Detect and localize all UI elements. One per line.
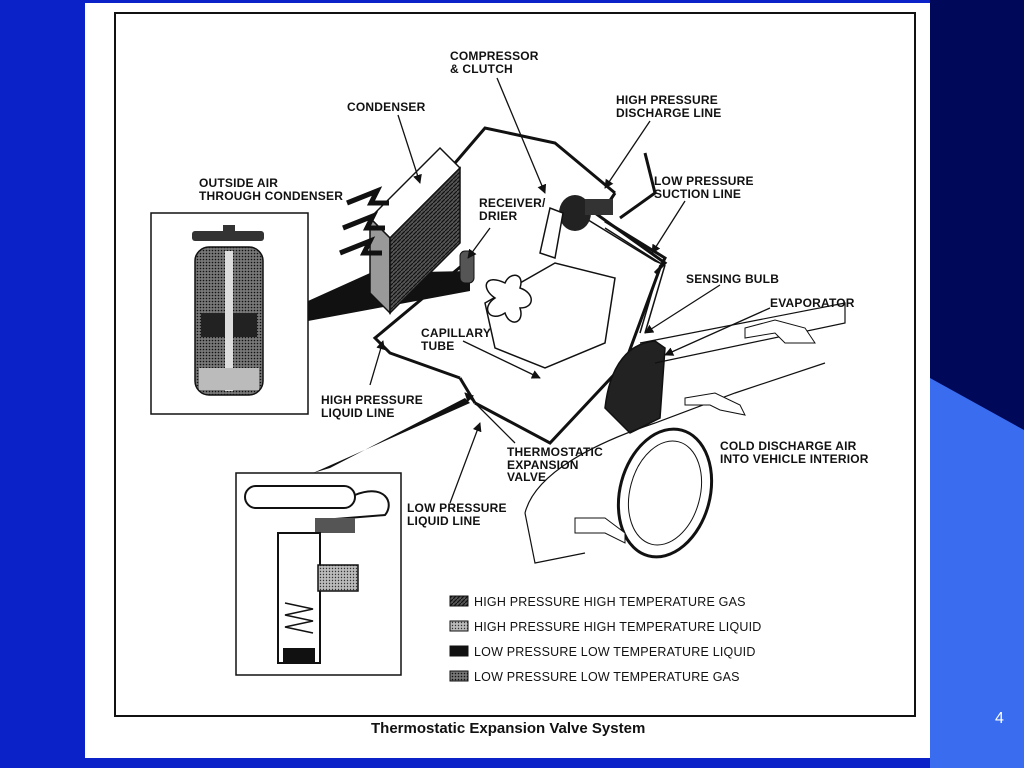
label-high-liquid: HIGH PRESSURE LIQUID LINE xyxy=(321,393,423,420)
label-compressor: COMPRESSOR & CLUTCH xyxy=(450,49,539,76)
evaporator-drawing xyxy=(524,302,846,564)
legend-swatch-hp-liquid xyxy=(449,620,469,632)
label-pointers xyxy=(369,77,771,504)
label-low-suction: LOW PRESSURE SUCTION LINE xyxy=(654,174,754,201)
legend-swatch-lp-gas xyxy=(449,670,469,682)
label-outside-air: OUTSIDE AIR THROUGH CONDENSER xyxy=(199,176,344,203)
legend-item: HIGH PRESSURE HIGH TEMPERATURE GAS xyxy=(474,595,746,609)
legend-swatch-lp-liquid xyxy=(449,645,469,657)
diagram-sheet: COMPRESSOR & CLUTCH HIGH PRESSURE DISCHA… xyxy=(85,3,930,758)
slide-number: 4 xyxy=(995,710,1004,727)
label-evaporator: EVAPORATOR xyxy=(770,296,855,310)
label-condenser: CONDENSER xyxy=(347,100,426,114)
label-low-liquid: LOW PRESSURE LIQUID LINE xyxy=(407,501,507,528)
diagram-frame xyxy=(114,12,916,717)
legend-item: LOW PRESSURE LOW TEMPERATURE LIQUID xyxy=(474,645,756,659)
label-capillary-tube: CAPILLARY TUBE xyxy=(421,326,492,353)
suction-line xyxy=(584,217,666,334)
tev-system-diagram xyxy=(114,12,916,717)
legend-item: LOW PRESSURE LOW TEMPERATURE GAS xyxy=(474,670,740,684)
compressor-drawing xyxy=(459,195,616,369)
expansion-valve-inset xyxy=(235,398,470,676)
condenser-drawing xyxy=(339,146,462,315)
label-txv: THERMOSTATIC EXPANSION VALVE xyxy=(507,445,603,484)
diagram-caption: Thermostatic Expansion Valve System xyxy=(371,720,646,737)
label-sensing-bulb: SENSING BULB xyxy=(686,272,780,286)
label-cold-air: COLD DISCHARGE AIR INTO VEHICLE INTERIOR xyxy=(720,439,869,466)
label-receiver-drier: RECEIVER/ DRIER xyxy=(479,196,546,223)
legend-item: HIGH PRESSURE HIGH TEMPERATURE LIQUID xyxy=(474,620,762,634)
label-high-discharge: HIGH PRESSURE DISCHARGE LINE xyxy=(616,93,722,120)
legend-swatch-hp-gas xyxy=(449,595,469,607)
